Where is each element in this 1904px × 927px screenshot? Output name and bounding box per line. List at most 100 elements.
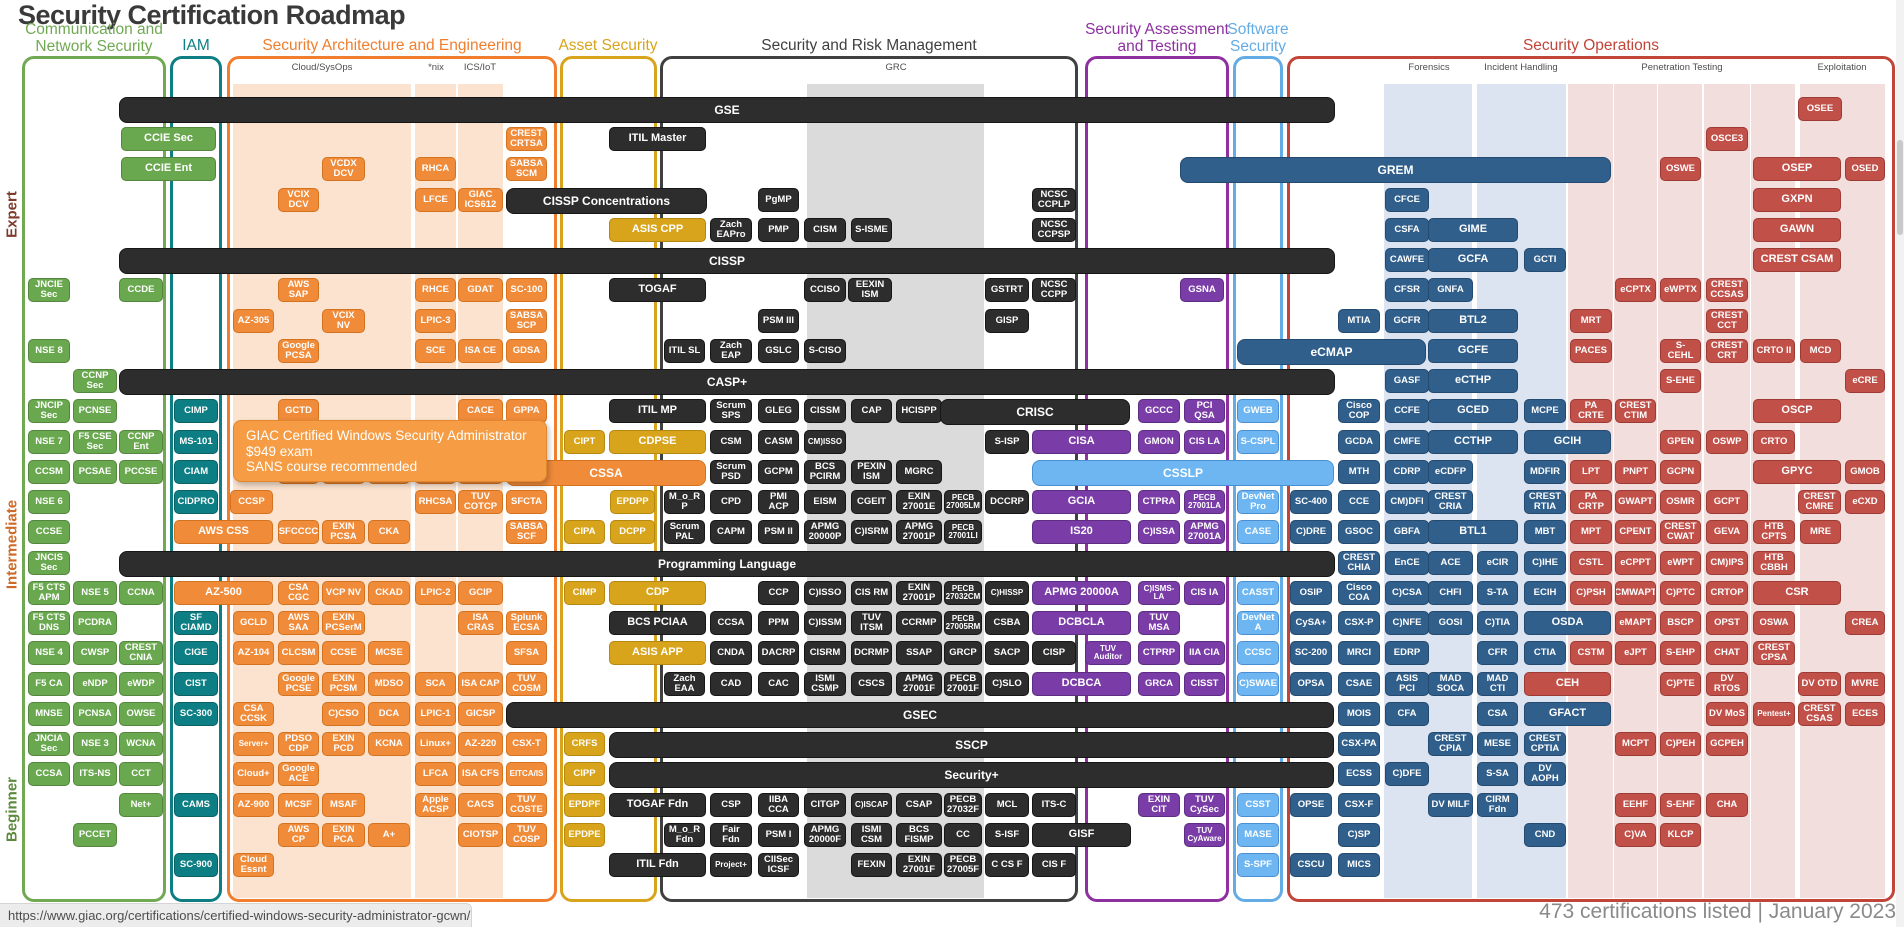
cert-mase[interactable]: MASE	[1237, 823, 1279, 847]
cert-crest-ccsas[interactable]: CREST CCSAS	[1706, 278, 1748, 302]
cert-lpic-1[interactable]: LPIC-1	[415, 702, 456, 726]
cert-is20[interactable]: IS20	[1032, 520, 1131, 544]
cert-iiba-cca[interactable]: IIBA CCA	[758, 793, 799, 817]
cert-c-psh[interactable]: C)PSH	[1570, 581, 1612, 605]
cert-ccfe[interactable]: CCFE	[1385, 399, 1429, 423]
cert-gced[interactable]: GCED	[1428, 399, 1518, 423]
cert-server[interactable]: Server+	[233, 732, 274, 756]
cert-osee[interactable]: OSEE	[1798, 97, 1842, 121]
cert-c-isso[interactable]: C)ISSO	[804, 581, 846, 605]
cert-crisc[interactable]: CRISC	[940, 399, 1130, 425]
cert-pmp[interactable]: PMP	[758, 218, 799, 242]
cert-cnd[interactable]: CND	[1524, 823, 1566, 847]
scrollbar[interactable]	[1896, 0, 1904, 927]
cert-mcsf[interactable]: MCSF	[278, 793, 319, 817]
cert-crea[interactable]: CREA	[1845, 611, 1885, 635]
cert-cstm[interactable]: CSTM	[1570, 641, 1612, 665]
cert-dcpp[interactable]: DCPP	[610, 520, 655, 544]
cert-ccse[interactable]: CCSE	[28, 520, 70, 544]
cert-osmr[interactable]: OSMR	[1660, 490, 1701, 514]
cert-bscp[interactable]: BSCP	[1660, 611, 1701, 635]
cert-c-iscap[interactable]: C)ISCAP	[851, 793, 892, 817]
cert-cfsr[interactable]: CFSR	[1385, 278, 1429, 302]
cert-cissp-concentrations[interactable]: CISSP Concentrations	[506, 188, 707, 214]
cert-cis-f[interactable]: CIS F	[1032, 853, 1076, 877]
cert-gcpn[interactable]: GCPN	[1660, 460, 1701, 484]
cert-s-spf[interactable]: S-SPF	[1237, 853, 1279, 877]
cert-f5-cse-sec[interactable]: F5 CSE Sec	[73, 430, 117, 454]
scrollbar-thumb[interactable]	[1897, 140, 1903, 235]
cert-c-sp[interactable]: C)SP	[1338, 823, 1380, 847]
cert-exin-pcsm[interactable]: EXIN PCSM	[322, 672, 365, 696]
cert-cist[interactable]: CIST	[174, 672, 218, 696]
cert-ctprp[interactable]: CTPRP	[1138, 641, 1180, 665]
cert-cpent[interactable]: CPENT	[1615, 520, 1656, 544]
cert-cce[interactable]: CCE	[1338, 490, 1380, 514]
cert-ccsc[interactable]: CCSC	[1237, 641, 1279, 665]
cert-cm-isso[interactable]: CM)ISSO	[804, 430, 846, 454]
cert-ncsc-ccpsp[interactable]: NCSC CCPSP	[1032, 218, 1076, 242]
cert-btl1[interactable]: BTL1	[1428, 520, 1518, 544]
cert-ecppt[interactable]: eCPPT	[1615, 551, 1656, 575]
cert-mgrc[interactable]: MGRC	[896, 460, 942, 484]
cert-cace[interactable]: CACE	[458, 399, 503, 423]
cert-crest-csam[interactable]: CREST CSAM	[1753, 248, 1841, 272]
cert-cidpro[interactable]: CIDPRO	[174, 490, 218, 514]
cert-opse[interactable]: OPSE	[1290, 793, 1332, 817]
cert-cstl[interactable]: CSTL	[1570, 551, 1612, 575]
cert-ccsa[interactable]: CCSA	[710, 611, 752, 635]
cert-eces[interactable]: ECES	[1845, 702, 1885, 726]
cert-m-o-r-fdn[interactable]: M_o_R Fdn	[664, 823, 705, 847]
cert-gxpn[interactable]: GXPN	[1753, 188, 1841, 212]
cert-crest-cwat[interactable]: CREST CWAT	[1660, 520, 1701, 544]
cert-az-104[interactable]: AZ-104	[233, 641, 274, 665]
cert-ccsm[interactable]: CCSM	[28, 460, 70, 484]
cert-ccnp-sec[interactable]: CCNP Sec	[73, 369, 117, 393]
cert-lpic-3[interactable]: LPIC-3	[415, 309, 456, 333]
cert-oswp[interactable]: OSWP	[1706, 430, 1748, 454]
cert-klcp[interactable]: KLCP	[1660, 823, 1701, 847]
cert-cism[interactable]: CISM	[804, 218, 846, 242]
cert-geva[interactable]: GEVA	[1706, 520, 1748, 544]
cert-ssap[interactable]: SSAP	[896, 641, 942, 665]
cert-gime[interactable]: GIME	[1428, 218, 1518, 242]
cert-fair-fdn[interactable]: Fair Fdn	[710, 823, 752, 847]
cert-gcpt[interactable]: GCPT	[1706, 490, 1748, 514]
cert-tuv-itsm[interactable]: TUV ITSM	[851, 611, 892, 635]
cert-gcld[interactable]: GCLD	[233, 611, 274, 635]
cert-pecb-27032cm[interactable]: PECB 27032CM	[944, 581, 982, 605]
cert-zach-eapro[interactable]: Zach EAPro	[710, 218, 752, 242]
cert-cct[interactable]: CCT	[119, 762, 163, 786]
cert-gdat[interactable]: GDAT	[458, 278, 503, 302]
cert-crest-cnia[interactable]: CREST CNIA	[119, 641, 163, 665]
cert-csp[interactable]: CSP	[710, 793, 752, 817]
cert-ncsc-ccpp[interactable]: NCSC CCPP	[1032, 278, 1076, 302]
cert-exin-27001e[interactable]: EXIN 27001E	[896, 490, 942, 514]
cert-vcp-nv[interactable]: VCP NV	[322, 581, 365, 605]
cert-sabsa-scm[interactable]: SABSA SCM	[506, 157, 547, 181]
cert-ecir[interactable]: eCIR	[1477, 551, 1518, 575]
cert-cka[interactable]: CKA	[368, 520, 410, 544]
cert-cimp[interactable]: CIMP	[174, 399, 218, 423]
cert-asis-app[interactable]: ASIS APP	[609, 641, 706, 665]
cert-cciso[interactable]: CCISO	[804, 278, 846, 302]
cert-c-hissp[interactable]: C)HISSP	[985, 581, 1029, 605]
cert-project[interactable]: Project+	[710, 853, 752, 877]
cert-cirm-fdn[interactable]: CIRM Fdn	[1477, 793, 1518, 817]
cert-lpic-2[interactable]: LPIC-2	[415, 581, 456, 605]
cert-capm[interactable]: CAPM	[710, 520, 752, 544]
cert-ccie-sec[interactable]: CCIE Sec	[121, 127, 216, 151]
cert-tuv-cysec[interactable]: TUV CySec	[1184, 793, 1225, 817]
cert-s-ehe[interactable]: S-EHE	[1660, 369, 1701, 393]
cert-ecih[interactable]: ECIH	[1524, 581, 1566, 605]
cert-clcsm[interactable]: CLCSM	[278, 641, 319, 665]
cert-gisf[interactable]: GISF	[1032, 823, 1131, 847]
cert-s-ta[interactable]: S-TA	[1477, 581, 1518, 605]
cert-dcbca[interactable]: DCBCA	[1032, 672, 1131, 696]
cert-opst[interactable]: OPST	[1706, 611, 1748, 635]
cert-exin-27001p[interactable]: EXIN 27001P	[896, 581, 942, 605]
cert-google-pcse[interactable]: Google PCSE	[278, 672, 319, 696]
cert-pecb-27001la[interactable]: PECB 27001LA	[1184, 490, 1225, 514]
cert-sc-400[interactable]: SC-400	[1290, 490, 1332, 514]
cert-c-issa[interactable]: C)ISSA	[1138, 520, 1180, 544]
